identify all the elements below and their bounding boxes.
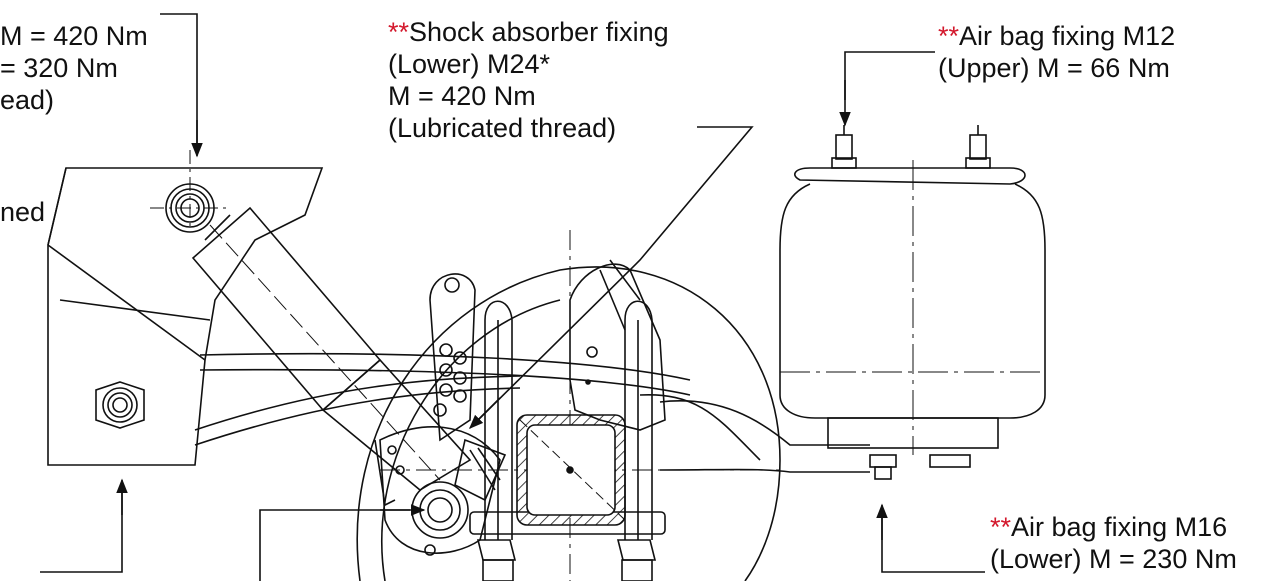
label-text: **Air bag fixing M12 xyxy=(938,21,1176,51)
label-airbag-upper: **Air bag fixing M12 (Upper) M = 66 Nm xyxy=(938,20,1175,84)
upper-bolt xyxy=(165,183,215,233)
label-text: M = 420 Nm xyxy=(0,21,148,51)
label-text: M = 420 Nm xyxy=(388,81,536,111)
label-shock-lower: **Shock absorber fixing (Lower) M24* M =… xyxy=(388,16,669,144)
label-text: **Air bag fixing M16 xyxy=(990,512,1228,542)
label-text: **Shock absorber fixing xyxy=(388,17,669,47)
leader-airbag-upper xyxy=(839,51,935,127)
air-bag xyxy=(779,125,1046,480)
label-top-left: M = 420 Nm = 320 Nm ead) xyxy=(0,20,148,116)
leader-top-left xyxy=(160,13,203,158)
leader-airbag-lower xyxy=(876,503,985,573)
axle-seat xyxy=(569,259,666,431)
lower-bolt-nut xyxy=(95,381,145,429)
hanger-bracket xyxy=(47,150,324,466)
asterisk-marker: ** xyxy=(990,512,1012,542)
axle-tube xyxy=(516,414,626,526)
label-text: (Lubricated thread) xyxy=(388,113,617,143)
shock-absorber xyxy=(191,206,472,491)
leader-bottom-middle xyxy=(259,504,426,581)
asterisk-marker: ** xyxy=(938,21,960,51)
label-text: (Upper) M = 66 Nm xyxy=(938,53,1170,83)
label-text: = 320 Nm xyxy=(0,53,118,83)
asterisk-marker: ** xyxy=(388,17,410,47)
label-text: ned xyxy=(0,197,46,227)
leader-bottom-left xyxy=(40,478,128,573)
label-text: ead) xyxy=(0,85,55,115)
label-left-middle: ned xyxy=(0,196,45,228)
label-text: (Lower) M24* xyxy=(388,49,551,79)
label-text: (Lower) M = 230 Nm xyxy=(990,544,1237,574)
label-airbag-lower: **Air bag fixing M16 (Lower) M = 230 Nm xyxy=(990,511,1237,575)
